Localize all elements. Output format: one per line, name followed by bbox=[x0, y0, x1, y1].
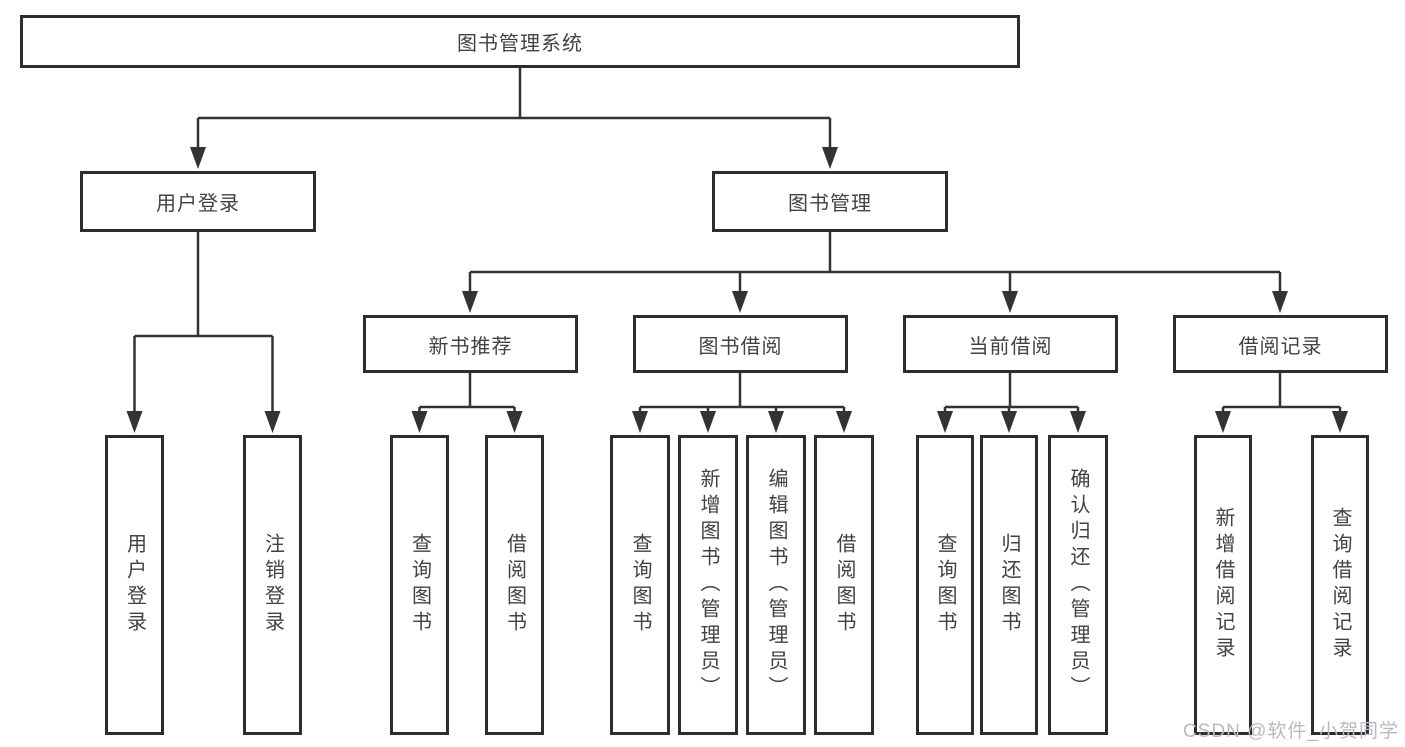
leaf-edit-book-admin-label: 编辑图书（管理员） bbox=[765, 468, 787, 702]
node-book-management-label: 图书管理 bbox=[788, 193, 872, 215]
leaf-query-books-current-label: 查询图书 bbox=[934, 533, 956, 637]
node-root-label: 图书管理系统 bbox=[457, 33, 583, 55]
leaf-confirm-return-admin-label: 确认归还（管理员） bbox=[1067, 468, 1089, 702]
leaf-query-books-current: 查询图书 bbox=[916, 435, 974, 735]
leaf-query-books-recommend: 查询图书 bbox=[390, 435, 449, 735]
leaf-return-book: 归还图书 bbox=[980, 435, 1038, 735]
leaf-add-borrow-record-label: 新增借阅记录 bbox=[1212, 507, 1234, 663]
leaf-user-login: 用户登录 bbox=[105, 435, 164, 735]
leaf-query-borrow-record-label: 查询借阅记录 bbox=[1329, 507, 1351, 663]
leaf-borrow-books-recommend: 借阅图书 bbox=[485, 435, 544, 735]
node-current-borrow-label: 当前借阅 bbox=[968, 335, 1053, 358]
node-root: 图书管理系统 bbox=[20, 15, 1020, 68]
node-book-management: 图书管理 bbox=[712, 171, 948, 232]
leaf-borrow-books-label: 借阅图书 bbox=[833, 533, 855, 637]
node-user-login-label: 用户登录 bbox=[156, 193, 240, 215]
node-borrow-records: 借阅记录 bbox=[1173, 315, 1388, 373]
watermark: CSDN @软件_小贺同学 bbox=[1183, 721, 1399, 742]
leaf-edit-book-admin: 编辑图书（管理员） bbox=[746, 435, 806, 735]
node-current-borrow: 当前借阅 bbox=[903, 315, 1118, 373]
leaf-user-login-label: 用户登录 bbox=[123, 533, 146, 637]
leaf-borrow-books: 借阅图书 bbox=[814, 435, 874, 735]
leaf-add-book-admin-label: 新增图书（管理员） bbox=[697, 468, 719, 702]
leaf-logout-label: 注销登录 bbox=[261, 533, 284, 637]
leaf-return-book-label: 归还图书 bbox=[998, 533, 1020, 637]
leaf-query-borrow-record: 查询借阅记录 bbox=[1311, 435, 1369, 735]
arrowheads bbox=[126, 147, 1348, 433]
node-new-book-recommend-label: 新书推荐 bbox=[428, 335, 513, 358]
leaf-logout: 注销登录 bbox=[243, 435, 302, 735]
leaf-query-books-borrow: 查询图书 bbox=[610, 435, 670, 735]
leaf-query-books-recommend-label: 查询图书 bbox=[408, 533, 431, 637]
leaf-confirm-return-admin: 确认归还（管理员） bbox=[1048, 435, 1108, 735]
node-book-borrow: 图书借阅 bbox=[633, 315, 848, 373]
node-borrow-records-label: 借阅记录 bbox=[1238, 335, 1323, 358]
node-new-book-recommend: 新书推荐 bbox=[363, 315, 578, 373]
leaf-query-books-borrow-label: 查询图书 bbox=[629, 533, 651, 637]
leaf-add-book-admin: 新增图书（管理员） bbox=[678, 435, 738, 735]
leaf-borrow-books-recommend-label: 借阅图书 bbox=[503, 533, 526, 637]
node-user-login: 用户登录 bbox=[80, 171, 316, 232]
leaf-add-borrow-record: 新增借阅记录 bbox=[1194, 435, 1252, 735]
node-book-borrow-label: 图书借阅 bbox=[698, 335, 783, 358]
